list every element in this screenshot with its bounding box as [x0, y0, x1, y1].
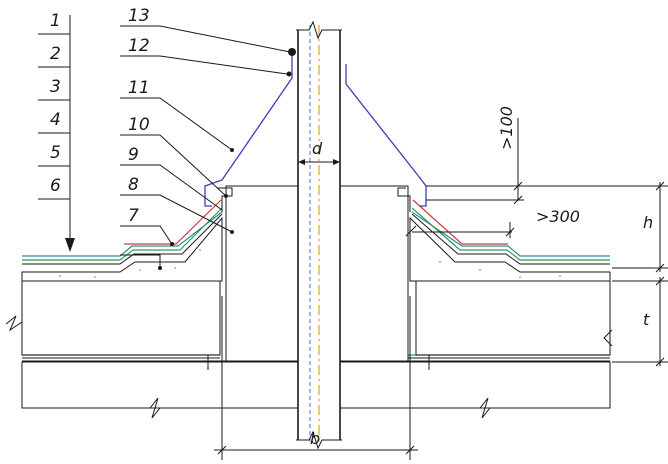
pipe	[296, 20, 342, 450]
layer-label-2: 2	[50, 44, 61, 64]
dim-b: b	[310, 429, 320, 448]
callout-12: 12	[128, 36, 150, 56]
concrete-slab	[21, 329, 613, 419]
layer-label-3: 3	[50, 77, 61, 97]
dim-min-300: >300	[536, 207, 580, 226]
layer-label-1: 1	[50, 11, 61, 31]
callout-9: 9	[128, 145, 139, 165]
roof-membranes	[22, 199, 610, 265]
dim-t: t	[643, 310, 650, 329]
layer-legend: 1 2 3 4 5 6	[38, 11, 75, 252]
cone-apron	[204, 48, 427, 212]
callout-11: 11	[128, 78, 150, 98]
callout-7: 7	[128, 206, 139, 226]
callout-13: 13	[128, 6, 150, 26]
callout-10: 10	[128, 115, 150, 135]
layer-label-5: 5	[50, 143, 61, 163]
layer-label-6: 6	[50, 176, 61, 196]
pipe-insulation	[225, 185, 409, 363]
dimension-lines: d b h t >100 >300	[214, 106, 668, 460]
callout-leaders: 13 12 11 10 9 8 7	[120, 6, 291, 270]
dim-h: h	[643, 213, 653, 232]
callout-8: 8	[128, 175, 139, 195]
dim-min-100: >100	[497, 106, 516, 150]
slope-layer	[21, 216, 611, 282]
insulation-layer	[5, 280, 611, 356]
dim-d: d	[312, 139, 323, 158]
layer-label-4: 4	[50, 110, 61, 130]
